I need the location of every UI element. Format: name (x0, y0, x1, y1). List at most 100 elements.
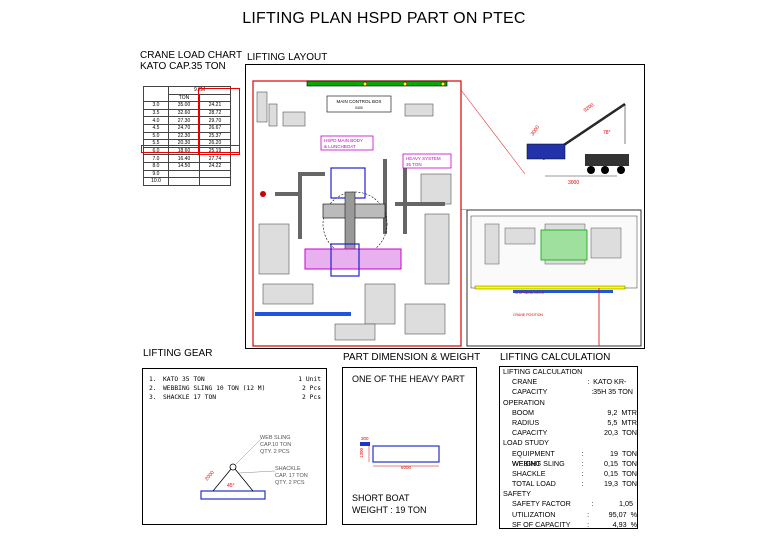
boat-top-marker (360, 442, 370, 446)
svg-text:6000: 6000 (401, 465, 412, 470)
calc-val: KATO KR-35H (593, 377, 627, 397)
blue-line (255, 312, 351, 316)
calc-label: CRANE (512, 377, 538, 387)
calc-label: OPERATION (503, 397, 545, 407)
svg-text:SHIP WIND DECK: SHIP WIND DECK (515, 291, 545, 295)
main-control-box (326, 95, 392, 113)
svg-text:3000: 3000 (568, 180, 579, 186)
calc-section-header: LOAD STUDY (500, 438, 637, 448)
calc-val: 20,3 (603, 428, 618, 438)
calc-colon (578, 428, 587, 438)
calc-label: SHACKLE (512, 468, 546, 478)
control-box-sub: 0400 (355, 106, 363, 110)
calc-val: 1,05 (619, 499, 633, 509)
capacity-cell: 24.70 (168, 123, 200, 133)
capacity-cell: 35.00 (168, 101, 200, 110)
calc-colon: : (581, 458, 584, 468)
calc-label: EQUIPMENT WEIGHT (512, 448, 555, 468)
part-name: SHORT BOAT (352, 493, 410, 503)
unit-header: TON (168, 93, 200, 103)
calc-label: SAFETY FACTOR (512, 499, 571, 509)
sling-callout: WEB SLING CAP.10 TON QTY. 2 PCS (260, 435, 292, 455)
radius-cell: 10.0 (143, 177, 169, 186)
gear-item-name: KATO 35 TON (163, 376, 205, 383)
control-box-label: MAIN CONTROL BOX (336, 99, 381, 104)
capacity-cell: 27.74 (199, 154, 231, 163)
calc-val: 35 TON (608, 387, 633, 397)
gear-item-no: 1. (149, 376, 157, 383)
sling-left (212, 468, 232, 492)
calc-unit: TON (621, 479, 637, 489)
calc-val: 95,07 (608, 509, 627, 519)
calc-row: SF OF CAPACITY:4,93% (500, 520, 637, 530)
load-chart-heading: CRANE LOAD CHART KATO CAP.35 TON (140, 50, 243, 72)
heavy-label-box (402, 153, 452, 169)
radius-cell: 9.0 (143, 169, 169, 179)
calc-unit: TON (621, 458, 637, 468)
calc-label: LOAD STUDY (503, 438, 549, 448)
calc-unit: TON (621, 448, 637, 458)
capacity-cell: 27.30 (168, 116, 200, 125)
calc-label: LIFTING CALCULATION (503, 367, 583, 376)
load-chart-row: 10.0 (143, 177, 231, 186)
svg-text:HSPD MAIN BODY: HSPD MAIN BODY (324, 138, 363, 143)
calc-label: CAPACITY (512, 428, 548, 438)
gear-heading: LIFTING GEAR (143, 348, 213, 359)
part-box: ONE OF THE HEAVY PART 6000 1300 300 SHOR… (342, 367, 477, 525)
svg-text:45°: 45° (227, 483, 235, 489)
capacity-cell (168, 177, 200, 186)
radius-cell: 5.0 (143, 131, 169, 141)
radius-cell: 4.5 (143, 123, 169, 133)
page-title: LIFTING PLAN HSPD PART ON PTEC (242, 10, 526, 27)
part-info: SHORT BOAT WEIGHT : 19 TON (352, 492, 427, 516)
calc-unit (633, 499, 637, 509)
calc-val: 19 (609, 448, 618, 458)
top-rail (306, 80, 448, 87)
svg-text:35 TON: 35 TON (406, 162, 422, 167)
gear-drawing: 2000 45° (200, 438, 276, 500)
calc-colon: : (587, 519, 590, 529)
gear-item-no: 2. (149, 385, 157, 392)
calc-label: TOTAL LOAD (512, 479, 556, 489)
part-heading: PART DIMENSION & WEIGHT (343, 352, 481, 363)
part-weight: WEIGHT : 19 TON (352, 505, 427, 515)
calc-unit: TON (621, 468, 637, 478)
calc-unit (633, 387, 637, 397)
svg-text:1300: 1300 (359, 447, 364, 458)
boat-rect (372, 445, 440, 463)
sling-right (234, 468, 254, 492)
lifting-layout-drawing: MAIN CONTROL BOX 0400 HSPD MAIN BODY & L… (245, 64, 645, 349)
capacity-cell: 16.40 (168, 154, 200, 163)
radius-cell: 4.0 (143, 116, 169, 125)
gear-item-name: WEBBING SLING 10 TON (12 M) (163, 385, 266, 392)
svg-text:78°: 78° (603, 130, 611, 136)
calc-row: SAFETY FACTOR:1,05 (500, 499, 637, 509)
calc-colon (578, 418, 587, 428)
gear-item-qty: 2 Pcs (302, 394, 321, 401)
svg-text:HEAVY SYSTEM: HEAVY SYSTEM (406, 156, 441, 161)
load-chart-row: 9.0 (143, 169, 231, 179)
radius-cell: 3.0 (143, 101, 169, 110)
calc-section-header: OPERATION (500, 398, 637, 408)
calc-row: CAPACITY:35 TON (500, 387, 637, 397)
gear-item: 2.WEBBING SLING 10 TON (12 M)2 Pcs (149, 384, 321, 393)
calc-val: 0,15 (603, 458, 618, 468)
calc-colon (578, 408, 587, 418)
radius-cell: 3.5 (143, 108, 169, 118)
svg-text:9200: 9200 (583, 102, 596, 113)
calc-label: UTILIZATION (512, 509, 556, 519)
capacity-cell: 24.22 (199, 161, 231, 171)
gear-item-no: 3. (149, 394, 157, 401)
hspd-label-box (320, 135, 374, 151)
calc-section-header: SAFETY (500, 489, 637, 499)
calc-label: WEBING SLING (512, 458, 565, 468)
calc-unit: TON (621, 428, 637, 438)
calc-row: UTILIZATION:95,07% (500, 510, 637, 520)
